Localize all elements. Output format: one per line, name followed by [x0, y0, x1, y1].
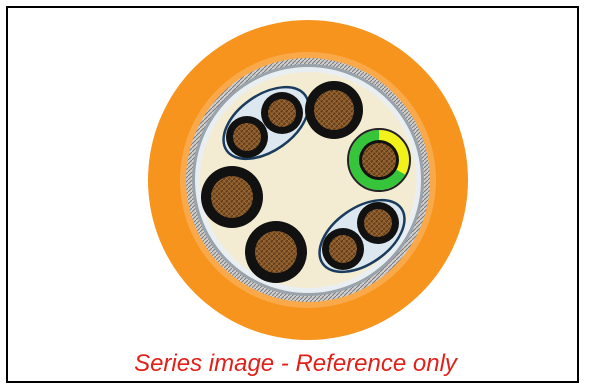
twisted-pair-top-left — [222, 85, 310, 161]
cable-cross-section-image — [148, 20, 468, 340]
twisted-pair-bottom-right — [318, 198, 406, 274]
ground-conductor — [347, 128, 411, 192]
power-conductor-top — [305, 81, 363, 139]
caption-text: Series image - Reference only — [134, 350, 457, 377]
power-conductor-bottom — [245, 221, 307, 283]
power-conductor-left — [201, 166, 263, 228]
